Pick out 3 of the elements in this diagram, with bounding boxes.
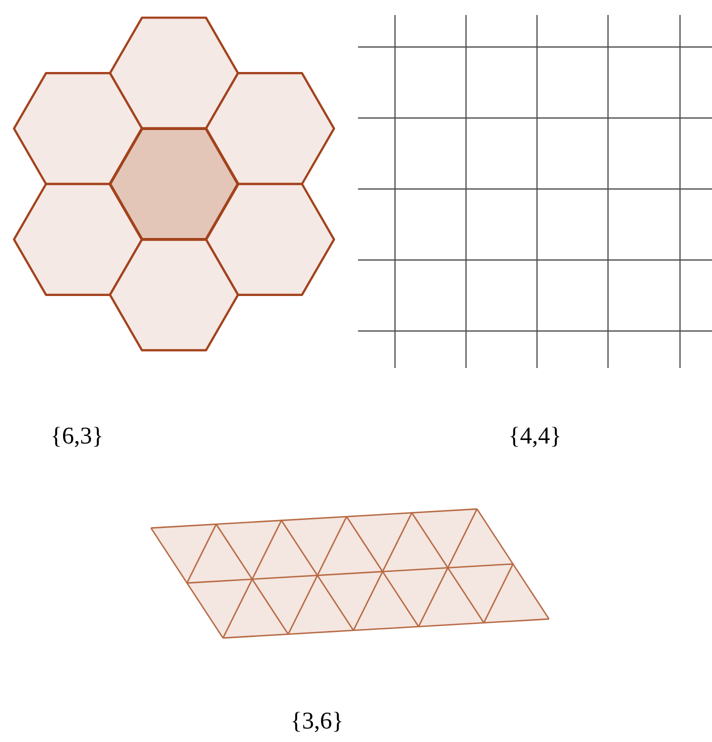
tiling-label: {4,4}: [510, 426, 560, 448]
tiling-label: {3,6}: [292, 712, 342, 732]
tiling-label: {6,3}: [52, 426, 102, 448]
